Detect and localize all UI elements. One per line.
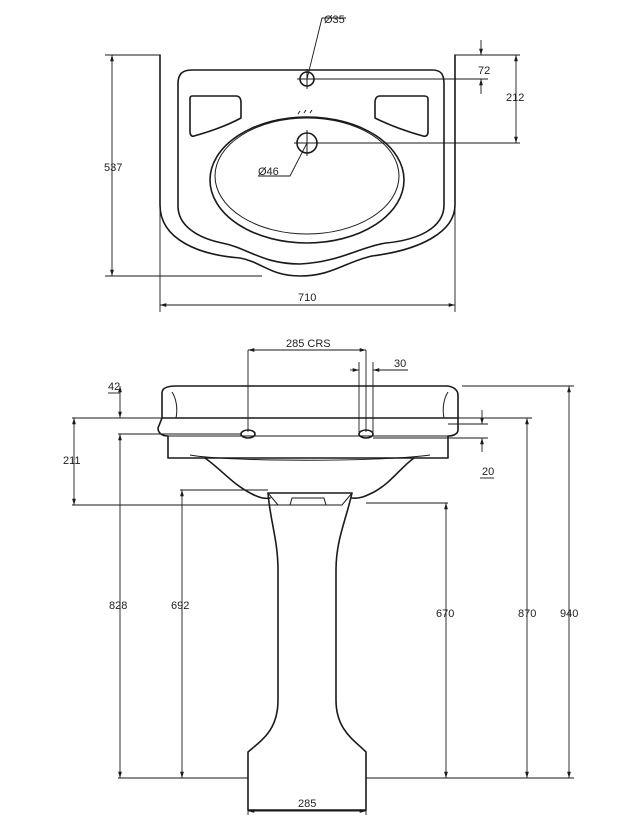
dim-211-label: 211 (63, 455, 81, 467)
waste-hole-diameter-label: Ø46 (258, 166, 279, 178)
pedestal (247, 492, 367, 811)
soap-dish-left (189, 95, 242, 138)
overflow-slots (297, 109, 313, 115)
plan-view: Ø35 Ø46 72 212 537 710 (104, 14, 524, 312)
basin-bowl-plan (209, 116, 405, 244)
dim-212-label: 212 (506, 92, 524, 104)
basin-rim-front (161, 385, 459, 419)
dim-940-label: 940 (560, 608, 578, 620)
dim-285-base-label: 285 (298, 798, 316, 810)
tap-hole-diameter-label: Ø35 (324, 14, 345, 26)
dim-828-label: 828 (109, 600, 127, 612)
dim-72-label: 72 (478, 65, 490, 77)
dim-537-label: 537 (104, 162, 122, 174)
dim-870-label: 870 (518, 608, 536, 620)
pedestal-top (266, 492, 354, 506)
basin-bowl-inner-plan (214, 117, 400, 235)
dim-692-label: 692 (171, 600, 189, 612)
basin-underside (204, 457, 415, 500)
dim-42-label: 42 (108, 381, 120, 393)
dim-670-label: 670 (436, 608, 454, 620)
soap-dish-right (374, 95, 429, 138)
front-view: 285 CRS 30 42 211 20 828 692 6 (63, 338, 578, 815)
basin-rim-plan (177, 69, 445, 265)
dim-20-label: 20 (482, 466, 494, 478)
basin-outline-plan (159, 54, 456, 277)
dim-30-label: 30 (394, 358, 406, 370)
dim-710-label: 710 (298, 292, 316, 304)
dim-285-crs-label: 285 CRS (286, 338, 331, 350)
basin-front (157, 417, 459, 459)
